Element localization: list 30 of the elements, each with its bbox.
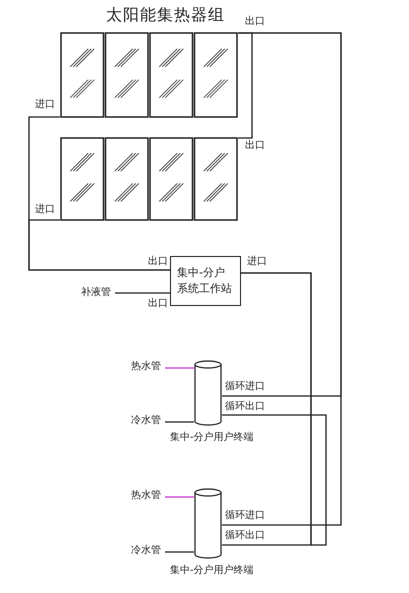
pipe-label: 补液管 [81, 287, 111, 299]
port-label: 循环进口 [225, 381, 265, 393]
workstation-box: 集中-分户系统工作站 [170, 256, 241, 306]
tank-caption: 集中-分户用户终端 [170, 565, 254, 577]
pipe-line [165, 367, 194, 369]
pipe-line [165, 421, 194, 423]
port-label: 出口 [148, 298, 168, 310]
pipe-label: 冷水管 [131, 545, 161, 557]
pipe-line [115, 292, 170, 294]
pipe-line [165, 551, 194, 553]
port-label: 进口 [35, 204, 55, 216]
pipe-line [222, 32, 342, 526]
pipe-line [28, 219, 170, 271]
pipe-label: 冷水管 [131, 415, 161, 427]
pipe-line [165, 496, 194, 498]
solar-collector-drawing [60, 32, 238, 118]
port-label: 出口 [245, 140, 265, 152]
port-label: 进口 [35, 99, 55, 111]
port-label: 循环出口 [225, 530, 265, 542]
port-label: 循环出口 [225, 401, 265, 413]
pipe-label: 热水管 [131, 490, 161, 502]
pipe-label: 热水管 [131, 361, 161, 373]
diagram-title: 太阳能集热器组 [106, 6, 225, 24]
port-label: 出口 [245, 16, 265, 28]
tank-caption: 集中-分户用户终端 [170, 432, 254, 444]
solar-collector-drawing [60, 137, 238, 221]
port-label: 进口 [247, 256, 267, 268]
port-label: 出口 [148, 256, 168, 268]
pipe-line [238, 32, 253, 139]
port-label: 循环进口 [225, 510, 265, 522]
